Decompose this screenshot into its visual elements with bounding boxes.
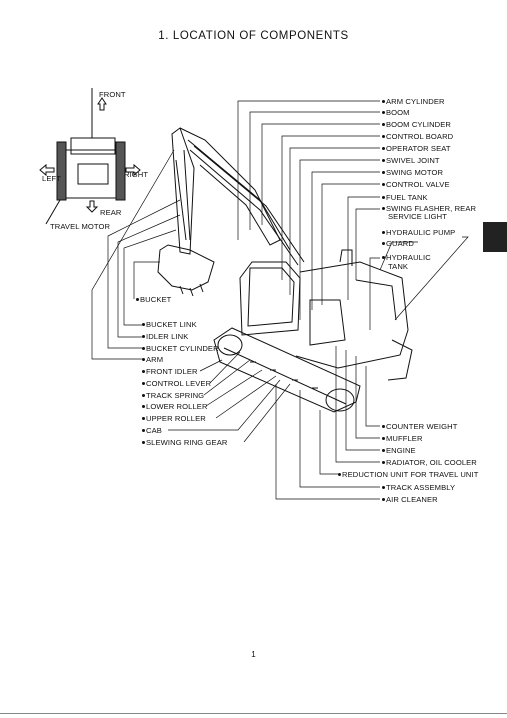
label-track-assembly: TRACK ASSEMBLY <box>382 483 455 492</box>
label-bucket: BUCKET <box>136 295 171 304</box>
label-air-cleaner: AIR CLEANER <box>382 495 438 504</box>
label-counter-weight: COUNTER WEIGHT <box>382 422 457 431</box>
label-boom-cylinder: BOOM CYLINDER <box>382 120 451 129</box>
top-view-inset <box>39 88 141 225</box>
inset-front-label: FRONT <box>99 90 126 99</box>
rear-track <box>387 339 413 381</box>
label-cab: CAB <box>142 426 162 435</box>
page-title: 1. LOCATION OF COMPONENTS <box>158 30 349 42</box>
label-radiator-oil-cooler: RADIATOR, OIL COOLER <box>382 458 477 467</box>
boom-and-arm <box>171 127 305 266</box>
label-control-valve: CONTROL VALVE <box>382 180 450 189</box>
label-lower-roller: LOWER ROLLER <box>142 402 208 411</box>
label-operator-seat: OPERATOR SEAT <box>382 144 451 153</box>
label-swing-motor: SWING MOTOR <box>382 168 443 177</box>
label-service-light: SERVICE LIGHT <box>388 212 447 221</box>
right-leaders <box>237 100 469 330</box>
label-control-lever: CONTROL LEVER <box>142 379 211 388</box>
bottom-leaders <box>275 346 380 500</box>
label-slewing-ring-gear: SLEWING RING GEAR <box>142 438 227 447</box>
label-bucket-link: BUCKET LINK <box>142 320 197 329</box>
left-leaders <box>91 149 291 443</box>
label-idler-link: IDLER LINK <box>142 332 188 341</box>
label-tank: TANK <box>388 262 409 271</box>
label-track-spring: TRACK SPRING <box>142 391 204 400</box>
upper-body <box>295 261 409 369</box>
label-muffler: MUFFLER <box>382 434 423 443</box>
label-boom: BOOM <box>382 108 410 117</box>
label-front-idler: FRONT IDLER <box>142 367 198 376</box>
label-swing-flasher: SWING FLASHER, REAR <box>382 204 476 213</box>
label-swivel-joint: SWIVEL JOINT <box>382 156 440 165</box>
section-tab-marker <box>483 222 507 252</box>
label-arm: ARM <box>142 355 163 364</box>
label-arm-cylinder: ARM CYLINDER <box>382 97 445 106</box>
label-fuel-tank: FUEL TANK <box>382 193 428 202</box>
page-bottom-rule <box>0 713 507 714</box>
label-control-board: CONTROL BOARD <box>382 132 453 141</box>
inset-rear-label: REAR <box>100 208 122 217</box>
label-engine: ENGINE <box>382 446 416 455</box>
label-bucket-cylinder: BUCKET CYLINDER <box>142 344 219 353</box>
label-hydraulic: HYDRAULIC <box>382 253 431 262</box>
label-hydraulic-pump: HYDRAULIC PUMP <box>382 228 455 237</box>
page-number: 1 <box>251 650 256 659</box>
inset-travel-motor-label: TRAVEL MOTOR <box>50 222 111 231</box>
inset-left-label: LEFT <box>42 174 61 183</box>
label-upper-roller: UPPER ROLLER <box>142 414 206 423</box>
inset-right-label: RIGHT <box>124 170 149 179</box>
bucket <box>157 244 215 291</box>
label-reduction-unit: REDUCTION UNIT FOR TRAVEL UNIT <box>338 470 478 479</box>
label-guard: GUARD <box>382 239 414 248</box>
